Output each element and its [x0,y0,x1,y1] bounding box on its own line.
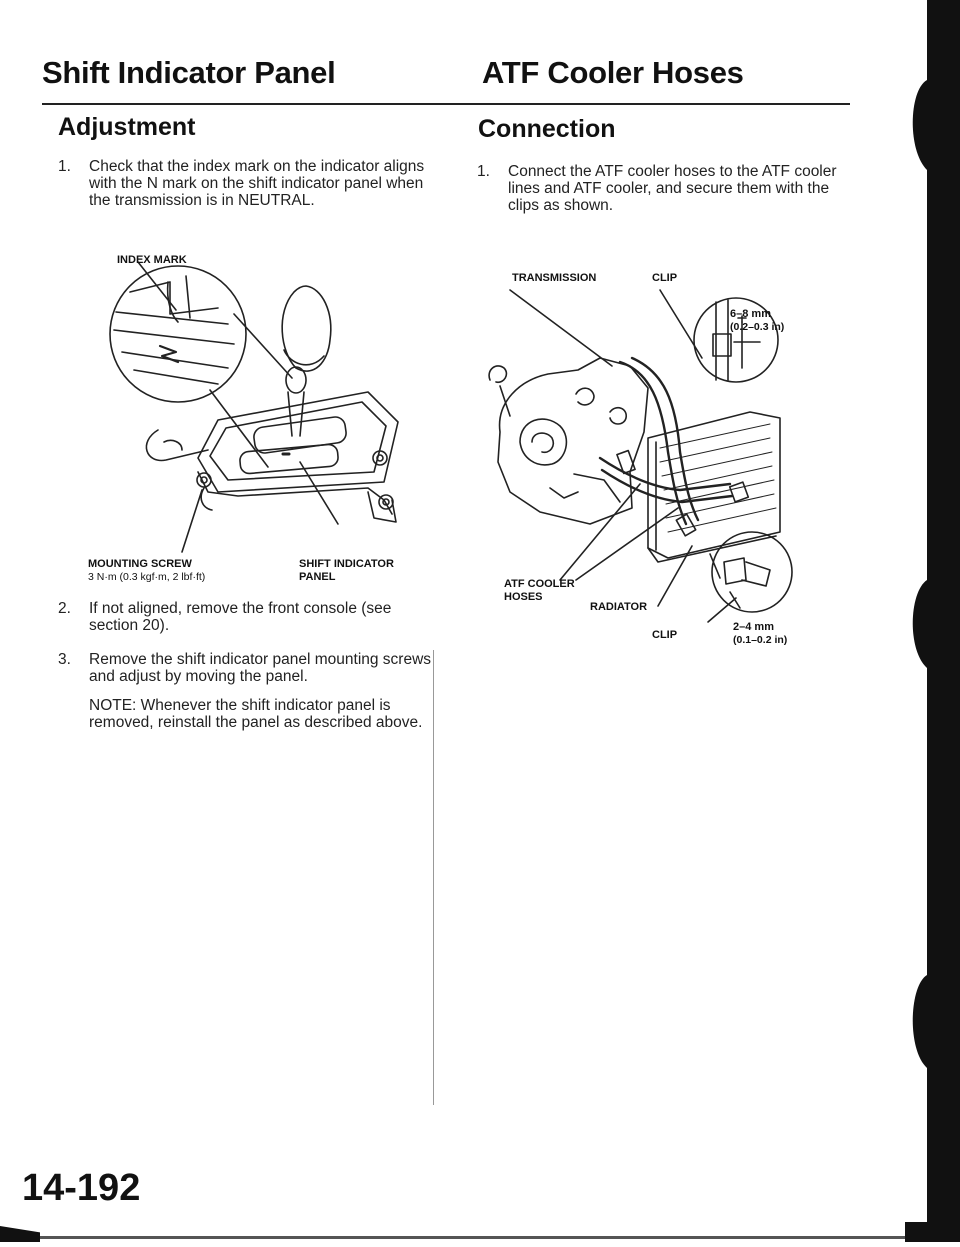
index-mark-label: INDEX MARK [117,254,187,266]
shift-indicator-panel-label: SHIFT INDICATOR PANEL [299,558,394,584]
connection-step-1: 1. Connect the ATF cooler hoses to the A… [477,163,847,214]
step-number: 1. [58,158,71,175]
step-text: Remove the shift indicator panel mountin… [89,651,432,685]
atf-cooler-hoses-label: ATF COOLER HOSES [504,578,575,604]
bottom-clip-callout [711,531,793,613]
atf-hoses-line2: HOSES [504,591,543,603]
step-number: 3. [58,651,71,668]
top-dim-in: (0.2–0.3 in) [730,321,785,333]
mounting-screw-label: MOUNTING SCREW [88,558,192,570]
shift-indicator-figure [78,252,438,582]
binding-edge [905,0,960,1242]
right-page-title: ATF Cooler Hoses [482,55,744,90]
edge-tabs-graphic [905,0,960,1242]
radiator-label: RADIATOR [590,601,648,613]
atf-cooler-drawing [488,289,793,623]
page-number: 14-192 [22,1167,141,1209]
connection-section-title: Connection [478,115,616,143]
step-text: If not aligned, remove the front console… [89,600,392,634]
top-clip-label: CLIP [652,272,678,284]
step-text: Check that the index mark on the indicat… [89,158,425,209]
atf-hoses-line1: ATF COOLER [504,578,575,590]
magnifier-circle [109,265,247,403]
step-number: 1. [477,163,490,180]
panel-label-line1: SHIFT INDICATOR [299,558,394,570]
column-divider [433,650,434,1105]
left-page-title: Shift Indicator Panel [42,55,336,90]
adjustment-step-2: 2. If not aligned, remove the front cons… [58,600,438,634]
bottom-dim-label: 2–4 mm (0.1–0.2 in) [733,621,787,646]
top-clip-callout [693,297,779,383]
step-text: Connect the ATF cooler hoses to the ATF … [508,163,837,214]
top-dim-label: 6–8 mm (0.2–0.3 in) [730,308,784,333]
atf-cooler-figure [480,262,810,652]
adjustment-step-3: 3. Remove the shift indicator panel moun… [58,651,438,685]
panel-label-line2: PANEL [299,571,336,583]
bottom-dim-in: (0.1–0.2 in) [733,634,788,646]
bottom-dim-mm: 2–4 mm [733,621,774,633]
bottom-clip-label: CLIP [652,629,678,641]
transmission-label: TRANSMISSION [512,272,597,284]
adjustment-section-title: Adjustment [58,113,196,141]
adjustment-note: NOTE: Whenever the shift indicator panel… [89,697,423,731]
shift-indicator-drawing [109,261,399,553]
footer-corner-mark [0,1226,40,1242]
top-dim-mm: 6–8 mm [730,308,771,320]
header-rule [42,103,850,105]
torque-spec: 3 N·m (0.3 kgf·m, 2 lbf·ft) [88,571,206,583]
step-number: 2. [58,600,71,617]
footer-rule [40,1236,905,1239]
adjustment-step-1: 1. Check that the index mark on the indi… [58,158,438,209]
